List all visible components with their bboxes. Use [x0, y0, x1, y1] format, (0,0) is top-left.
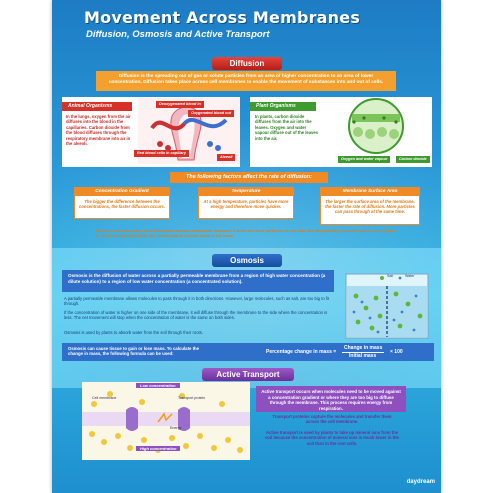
page-title: Movement Across Membranes [84, 8, 361, 27]
fraction-bar [342, 351, 384, 353]
label-co2: Carbon dioxide [396, 156, 430, 163]
active-p3: Active transport is used by plants to ta… [265, 430, 399, 446]
label-oxygenated: Oxygenated blood out [188, 110, 235, 117]
osmosis-p1: A partially permeable membrane allows mo… [64, 296, 330, 307]
label-energy: Energy [170, 426, 182, 430]
label-oxygen-water: Oxygen and water vapour [338, 156, 391, 163]
osmosis-p2: If the concentration of water is higher … [64, 310, 328, 321]
diffusion-intro: Diffusion is the spreading out of gas or… [96, 71, 396, 91]
factor-text: At a high temperature, particles have mo… [203, 199, 289, 210]
factor-text: The larger the surface area of the membr… [325, 199, 415, 215]
formula-denominator: Initial mass [349, 353, 377, 359]
legend-water: Water [405, 274, 415, 278]
formula-numerator: Change in mass [344, 345, 383, 351]
formula-lhs: Percentage change in mass = [266, 349, 337, 355]
factor-title: Concentration Gradient [75, 188, 169, 196]
formula-multiplier: × 100 [390, 349, 403, 355]
plant-caption: Plant Organisms [250, 102, 316, 111]
osmosis-p3: Osmosis is used by plants to absorb wate… [64, 330, 203, 335]
active-p2: Transport proteins capture the molecules… [272, 414, 392, 425]
brand-logo: daydream [406, 479, 435, 485]
animal-text: In the lungs, oxygen from the air diffus… [66, 114, 131, 147]
diffusion-heading: Diffusion [212, 57, 282, 70]
poster: Movement Across Membranes Diffusion, Osm… [52, 0, 441, 493]
factor-temperature: Temperature At a high temperature, parti… [198, 187, 294, 219]
label-cell-membrane: Cell membrane [92, 396, 117, 400]
factor-concentration: Concentration Gradient The bigger the di… [74, 187, 170, 219]
factors-heading: The following factors affect the rate of… [170, 172, 328, 183]
label-low-concentration: Low concentration [136, 383, 180, 388]
diffusion-note: Particles will constantly move both ways… [96, 228, 396, 238]
formula-intro: Osmosis can cause tissue to gain or lose… [62, 343, 212, 361]
label-red-cells: Red blood cells in capillary [134, 150, 189, 157]
osmosis-intro: Osmosis is the diffusion of water across… [62, 270, 334, 292]
factor-title: Membrane Surface Area [321, 188, 419, 196]
factor-text: The bigger the difference between the co… [79, 199, 166, 210]
legend-salt: Salt [387, 274, 394, 278]
leaf-diagram [348, 98, 404, 154]
osmosis-beaker [345, 273, 429, 339]
plant-text: In plants, carbon dioxide diffuses from … [255, 114, 319, 141]
factor-surface-area: Membrane Surface Area The larger the sur… [320, 187, 420, 225]
factor-title: Temperature [199, 188, 293, 196]
label-high-concentration: High concentration [136, 446, 181, 451]
animal-caption: Animal Organisms [62, 102, 132, 111]
label-transport-protein: Transport protein [178, 396, 206, 400]
label-deoxygenated: Deoxygenated blood in [156, 101, 204, 108]
formula-box: Percentage change in mass = Change in ma… [212, 343, 434, 361]
label-alveoli: Alveoli [217, 154, 236, 161]
active-heading: Active Transport [202, 368, 294, 381]
active-p1: Active transport occurs when molecules n… [256, 386, 406, 412]
page-subtitle: Diffusion, Osmosis and Active Transport [86, 29, 270, 40]
osmosis-heading: Osmosis [212, 254, 282, 267]
